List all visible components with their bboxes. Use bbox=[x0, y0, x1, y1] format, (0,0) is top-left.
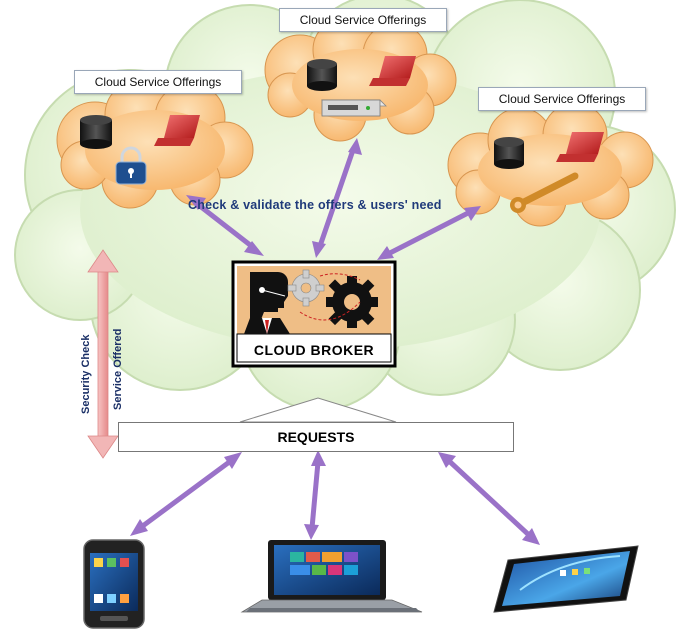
arrow-broker-offering-3 bbox=[377, 206, 481, 260]
arrow-broker-offering-1 bbox=[186, 195, 264, 256]
broker-person-icon bbox=[244, 272, 290, 334]
cloud-broker-box bbox=[231, 260, 397, 368]
arrow-request-laptop bbox=[304, 450, 326, 540]
offering-label-2: Cloud Service Offerings bbox=[279, 8, 447, 32]
arrow-request-tablet bbox=[438, 452, 540, 545]
database-icon bbox=[307, 59, 337, 91]
arrow-broker-offering-2 bbox=[312, 138, 362, 258]
smartphone-icon bbox=[83, 539, 145, 629]
lock-icon bbox=[115, 146, 147, 185]
cloud-broker-label: CLOUD BROKER bbox=[253, 342, 375, 358]
laptop-icon bbox=[240, 540, 423, 613]
offering-label-3: Cloud Service Offerings bbox=[478, 87, 646, 111]
requests-connector bbox=[239, 397, 397, 423]
server-icon bbox=[321, 99, 387, 117]
gear-icon bbox=[287, 269, 325, 307]
laptop-red-icon bbox=[154, 115, 200, 146]
requests-box: REQUESTS bbox=[118, 422, 514, 452]
security-check-label: Security Check bbox=[80, 334, 92, 414]
database-icon bbox=[494, 137, 524, 169]
laptop-red-icon bbox=[556, 132, 604, 162]
arrow-request-phone bbox=[130, 452, 242, 536]
wrench-icon bbox=[510, 172, 579, 213]
security-check-arrow bbox=[87, 249, 119, 459]
database-icon bbox=[80, 115, 112, 149]
service-offered-label: Service Offered bbox=[112, 328, 124, 410]
check-validate-text: Check & validate the offers & users' nee… bbox=[188, 198, 442, 212]
tablet-icon bbox=[493, 545, 639, 613]
laptop-red-icon bbox=[369, 56, 416, 86]
gear-icon bbox=[326, 276, 378, 328]
offering-label-1: Cloud Service Offerings bbox=[74, 70, 242, 94]
